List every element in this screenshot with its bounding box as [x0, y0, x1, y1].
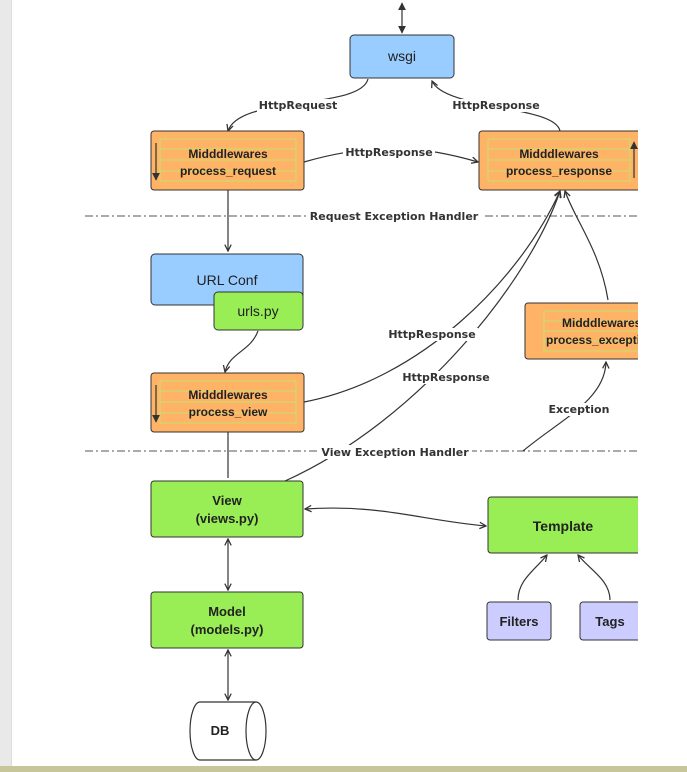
edge-label-http-response-top: HttpResponse	[450, 99, 542, 112]
svg-text:Exception: Exception	[549, 403, 610, 416]
middleware-response-title: Midddlewares	[519, 147, 599, 161]
urls-py-node: urls.py	[213, 291, 304, 331]
middleware-exception-title: Midddlewares	[562, 316, 642, 330]
right-margin	[638, 0, 687, 772]
middleware-response-method: process_response	[506, 164, 612, 178]
middleware-view-node: Midddlewares process_view	[150, 372, 305, 433]
handler-label-view-exception: View Exception Handler	[318, 445, 472, 459]
template-label: Template	[533, 518, 594, 534]
edge-label-http-response-view2: HttpResponse	[400, 371, 492, 384]
template-node: Template	[487, 496, 649, 554]
svg-text:HttpResponse: HttpResponse	[345, 146, 432, 159]
svg-text:View Exception Handler: View Exception Handler	[321, 446, 469, 459]
middleware-response-node: Midddlewares process_response	[478, 130, 642, 191]
url-conf-label: URL Conf	[197, 272, 258, 288]
filters-node: Filters	[486, 601, 552, 641]
bottom-bar	[0, 766, 687, 772]
svg-text:HttpResponse: HttpResponse	[452, 99, 539, 112]
urls-py-label: urls.py	[237, 303, 278, 319]
model-title: Model	[208, 604, 246, 619]
svg-text:Request Exception Handler: Request Exception Handler	[310, 210, 479, 223]
middleware-request-method: process_request	[180, 164, 276, 178]
model-file: (models.py)	[191, 622, 264, 637]
edge-view-mw-to-response	[303, 191, 560, 403]
svg-text:HttpResponse: HttpResponse	[388, 328, 475, 341]
tags-node: Tags	[579, 601, 645, 641]
filters-label: Filters	[499, 614, 538, 629]
left-gutter	[0, 0, 12, 772]
edge-view-template	[305, 508, 486, 526]
middleware-exception-method: process_exception	[546, 333, 655, 347]
tags-label: Tags	[595, 614, 624, 629]
edge-label-exception: Exception	[546, 403, 612, 416]
middleware-view-method: process_view	[189, 405, 268, 419]
view-title: View	[212, 493, 242, 508]
middleware-view-title: Midddlewares	[188, 388, 268, 402]
svg-text:HttpRequest: HttpRequest	[259, 99, 338, 112]
edge-label-http-request: HttpRequest	[257, 99, 339, 112]
edge-exception-mw-to-response	[565, 191, 609, 301]
model-node: Model (models.py)	[150, 591, 304, 649]
middleware-request-title: Midddlewares	[188, 147, 268, 161]
edge-label-http-response-view1: HttpResponse	[386, 328, 478, 341]
edge-tags-to-template	[578, 555, 611, 601]
edge-urls-to-view-mw	[225, 330, 259, 372]
edge-filters-to-template	[517, 555, 547, 601]
view-node: View (views.py)	[150, 480, 304, 538]
view-file: (views.py)	[196, 511, 259, 526]
wsgi-node: wsgi	[349, 34, 455, 79]
handler-label-request-exception: Request Exception Handler	[306, 209, 482, 223]
wsgi-label: wsgi	[387, 48, 416, 64]
svg-text:HttpResponse: HttpResponse	[402, 371, 489, 384]
db-node: DB	[189, 701, 267, 761]
edge-label-http-response-mid: HttpResponse	[343, 146, 435, 159]
middleware-request-node: Midddlewares process_request	[150, 130, 305, 191]
db-label: DB	[211, 723, 230, 738]
